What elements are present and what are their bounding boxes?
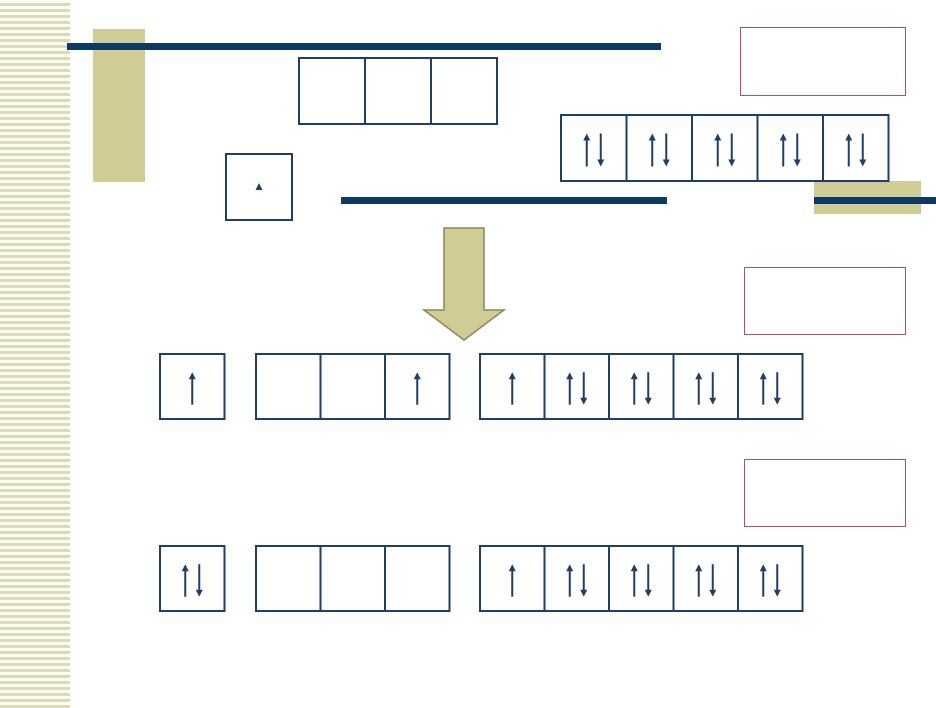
electron-up-arrow-icon [630, 564, 638, 572]
down-arrow-icon [421, 227, 507, 341]
electron-up-arrow-icon [583, 133, 591, 141]
orbital-box [560, 114, 628, 182]
orbital-box [298, 57, 366, 125]
electron-down-arrow-icon [773, 589, 781, 597]
orbital-box [543, 353, 610, 420]
electron-down-arrow-icon [597, 159, 605, 167]
orbital-box [430, 57, 498, 125]
orbital-box [159, 545, 226, 612]
electron-up-arrow-icon [508, 372, 516, 380]
orbital-box [543, 545, 610, 612]
electron-up-arrow-icon [566, 372, 574, 380]
middle-row-p-box [255, 353, 451, 420]
orbital-box [159, 353, 226, 420]
red-label-box-2 [744, 267, 906, 335]
orbital-box [319, 353, 386, 420]
orbital-box [756, 114, 824, 182]
electron-down-arrow-icon [793, 159, 801, 167]
electron-up-arrow-icon [188, 372, 196, 380]
electron-up-arrow-icon [759, 372, 767, 380]
electron-up-arrow-icon [648, 133, 656, 141]
electron-up-arrow-icon [759, 564, 767, 572]
orbital-box [691, 114, 759, 182]
orbital-box [737, 545, 804, 612]
orbital-box [319, 545, 386, 612]
orbital-box [384, 545, 451, 612]
navy-bar-middle [341, 197, 667, 204]
electron-down-arrow-icon [709, 589, 717, 597]
orbital-box [255, 545, 322, 612]
tan-vertical-block [93, 29, 145, 182]
electron-up-arrow-icon [714, 133, 722, 141]
red-label-box-3 [744, 459, 906, 527]
electron-up-arrow-icon [695, 372, 703, 380]
bottom-row-s-box [159, 545, 226, 612]
orbital-box [625, 114, 693, 182]
electron-down-arrow-icon [709, 397, 717, 405]
top-left-boxes-single-box [225, 153, 293, 221]
electron-up-arrow-icon [845, 133, 853, 141]
orbital-box [255, 353, 322, 420]
orbital-box [737, 353, 804, 420]
electron-up-arrow-icon [413, 372, 421, 380]
electron-down-arrow-icon [644, 397, 652, 405]
electron-down-arrow-icon [195, 589, 203, 597]
electron-down-arrow-icon [662, 159, 670, 167]
orbital-cells [159, 57, 890, 612]
orbital-box [672, 353, 739, 420]
electron-down-arrow-icon [644, 589, 652, 597]
orbital-box [384, 353, 451, 420]
electron-up-arrow-icon [779, 133, 787, 141]
left-stripe-decoration [0, 0, 70, 708]
electron-down-arrow-icon [773, 397, 781, 405]
small-triangle-icon [255, 183, 263, 190]
red-label-box-1 [740, 27, 906, 96]
orbital-box [672, 545, 739, 612]
top-left-boxes-triple-box [298, 57, 498, 125]
top-right-boxes-quint-box [560, 114, 890, 182]
electron-up-arrow-icon [181, 564, 189, 572]
electron-up-arrow-icon [630, 372, 638, 380]
middle-row-d-box [479, 353, 804, 420]
electron-up-arrow-icon [695, 564, 703, 572]
electron-up-arrow-icon [508, 564, 516, 572]
orbital-box [608, 545, 675, 612]
navy-bar-right [814, 197, 936, 204]
orbital-box [225, 153, 293, 221]
electron-down-arrow-icon [728, 159, 736, 167]
electron-down-arrow-icon [580, 397, 588, 405]
navy-bar-top [67, 43, 661, 50]
bottom-row-p-box [255, 545, 451, 612]
electron-down-arrow-icon [580, 589, 588, 597]
electron-down-arrow-icon [859, 159, 867, 167]
orbital-box [822, 114, 890, 182]
bottom-row-d-box [479, 545, 804, 612]
orbital-box [608, 353, 675, 420]
middle-row-s-box [159, 353, 226, 420]
electron-up-arrow-icon [566, 564, 574, 572]
orbital-box [364, 57, 432, 125]
